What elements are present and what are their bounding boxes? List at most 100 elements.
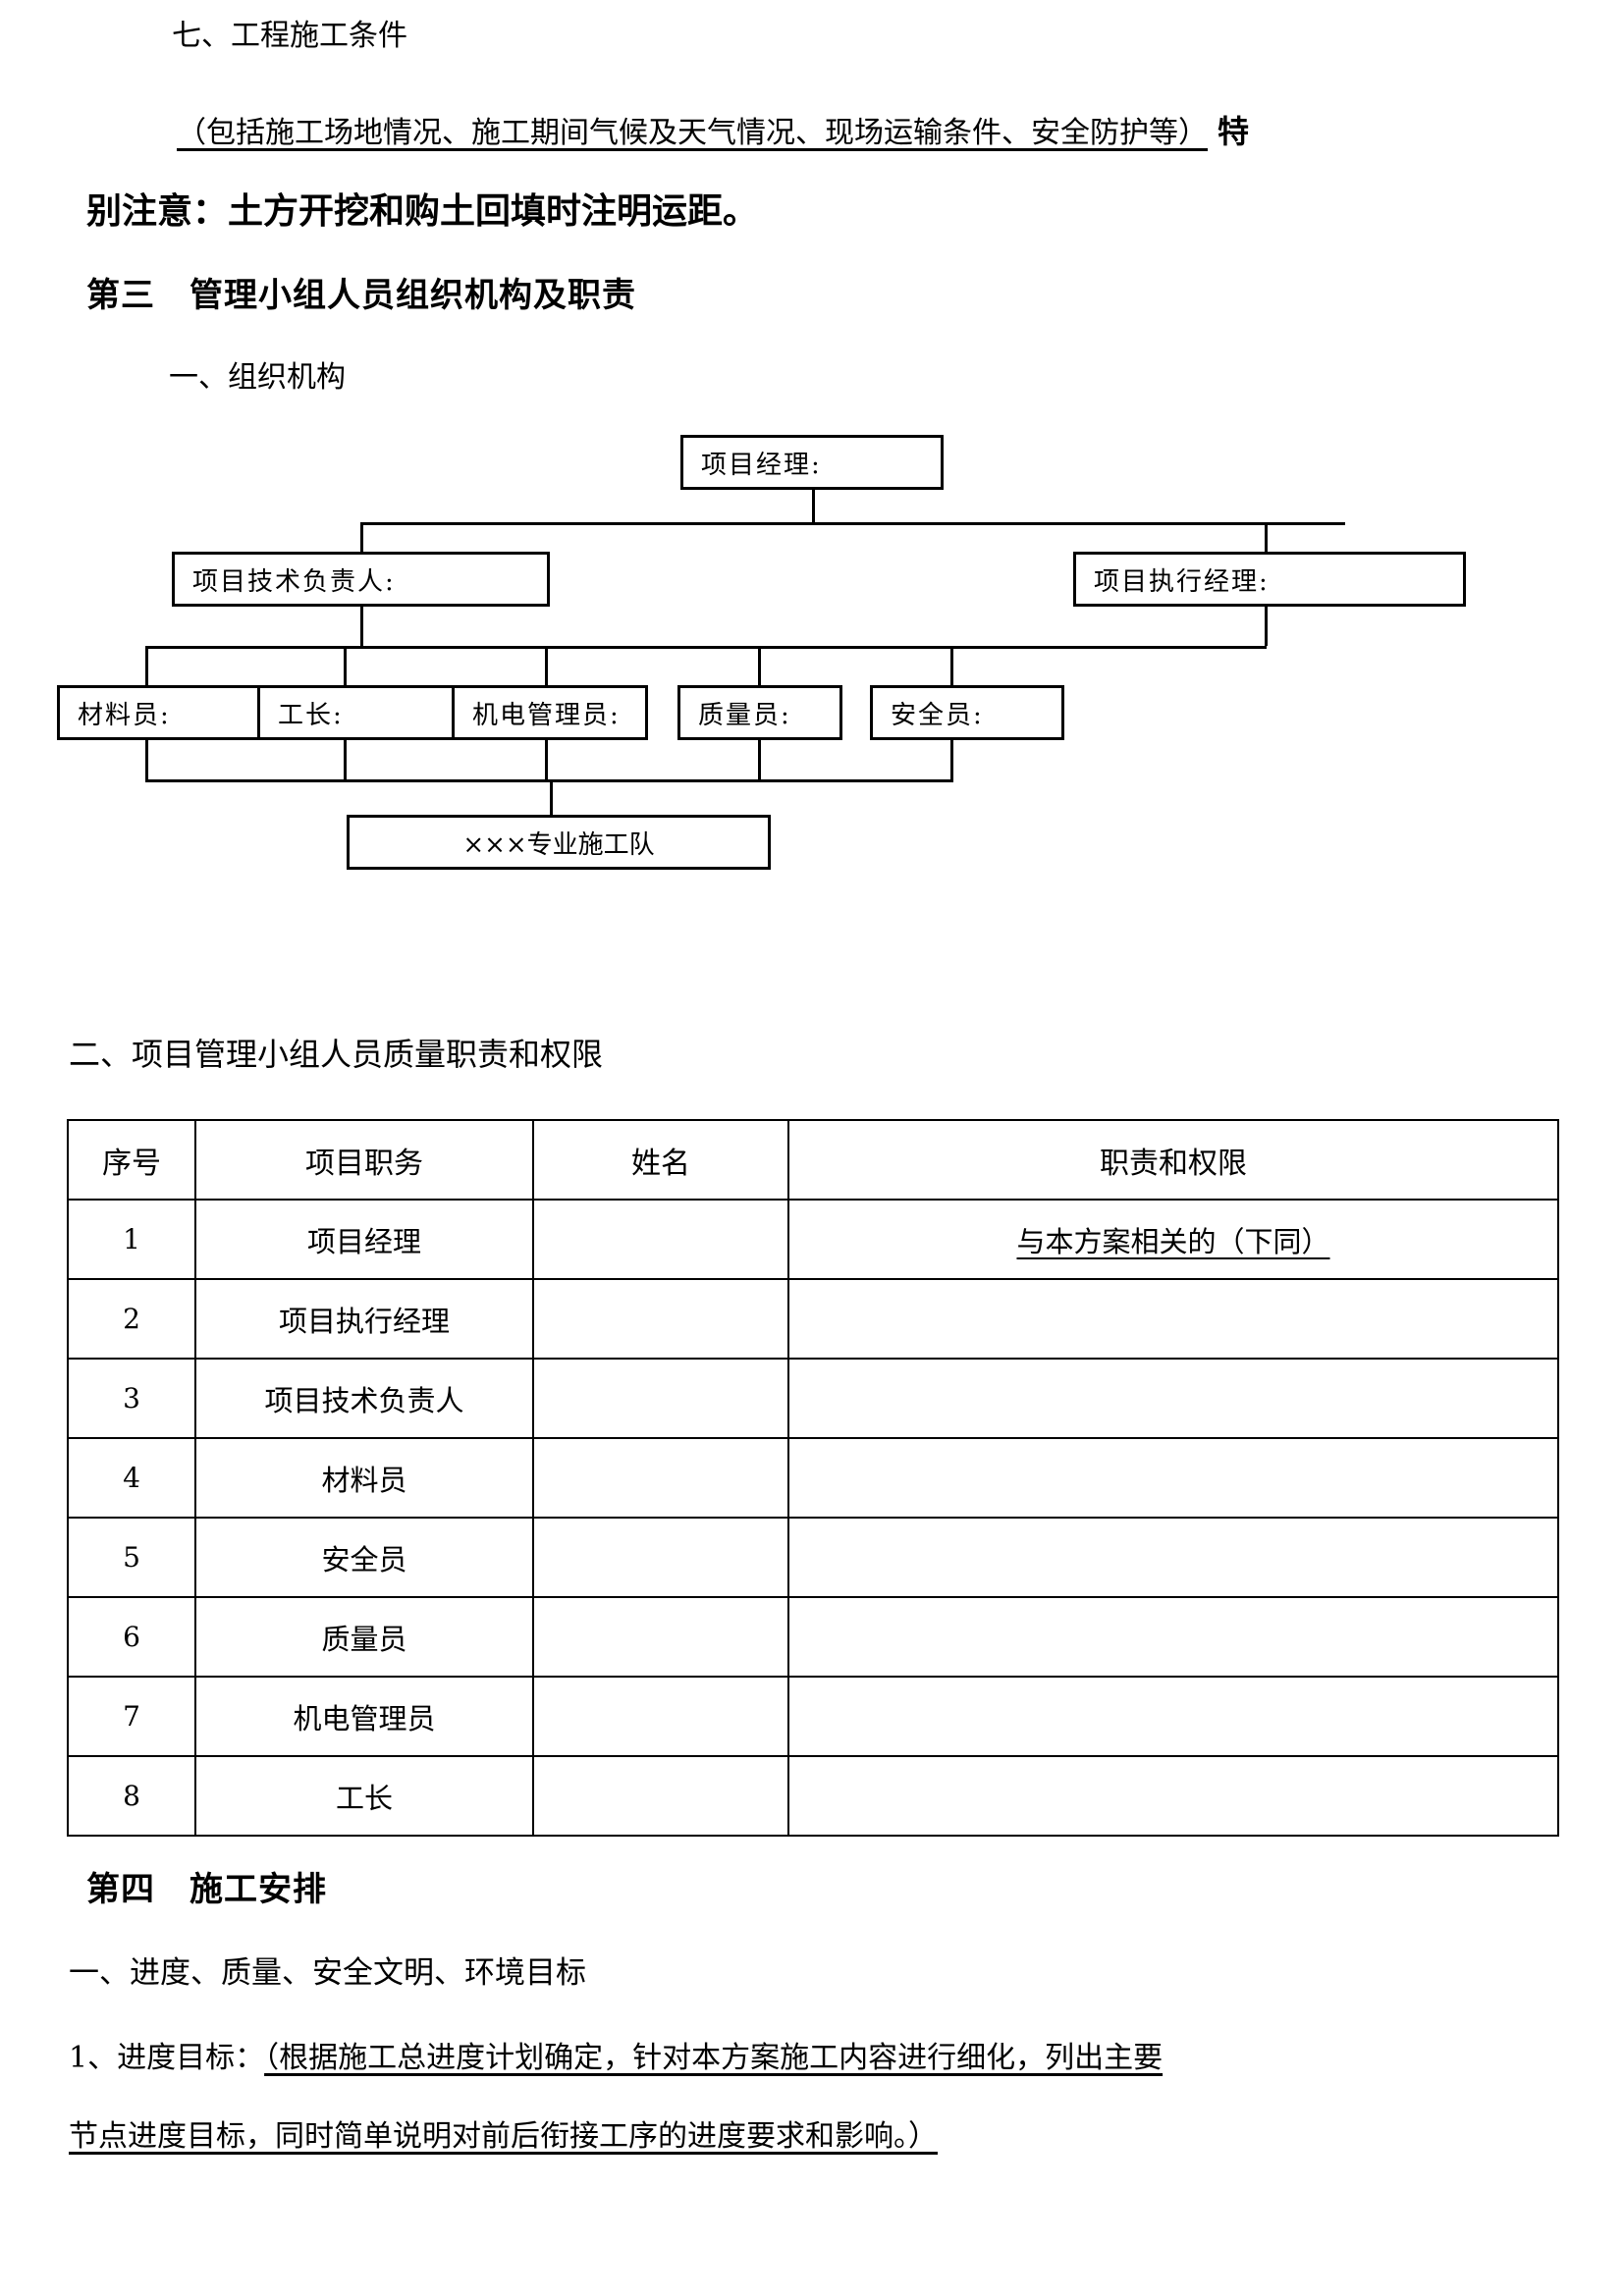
table-header-row: 序号 项目职务 姓名 职责和权限 — [67, 1119, 1559, 1201]
note-line-underlined: （包括施工场地情况、施工期间气候及天气情况、现场运输条件、安全防护等） — [177, 116, 1208, 150]
cell-duty-text: 与本方案相关的（下同） — [1016, 1224, 1330, 1258]
heading-seven: 七、工程施工条件 — [172, 19, 407, 53]
org-node-executive-manager-label: 项目执行经理: — [1094, 566, 1270, 597]
org-node-construction-team: ×××专业施工队 — [347, 815, 771, 870]
connector-bus-row2 — [360, 522, 1345, 525]
org-node-foreman-label: 工长: — [278, 700, 344, 730]
connector-material-down — [145, 740, 148, 779]
org-node-executive-manager: 项目执行经理: — [1073, 552, 1466, 607]
cell-name[interactable] — [532, 1596, 789, 1678]
connector-exec-manager-down — [1265, 607, 1268, 646]
cell-post: 安全员 — [194, 1517, 534, 1598]
connector-me-down — [545, 740, 548, 779]
duty-table-body: 序号 项目职务 姓名 职责和权限 1 项目经理 与本方案相关的（下同） 2 项目… — [67, 1119, 1559, 1837]
connector-bus-row3 — [145, 646, 1267, 649]
org-node-safety-officer: 安全员: — [870, 685, 1064, 740]
cell-duty[interactable] — [787, 1278, 1559, 1360]
cell-no: 3 — [67, 1358, 196, 1439]
cell-no: 1 — [67, 1199, 196, 1280]
cell-no: 6 — [67, 1596, 196, 1678]
org-node-construction-team-label: ×××专业施工队 — [462, 829, 655, 860]
subsection-goals-heading: 一、进度、质量、安全文明、环境目标 — [69, 1955, 586, 1991]
cell-duty[interactable] — [787, 1596, 1559, 1678]
progress-goal-label: 1、进度目标： — [69, 2041, 265, 2075]
connector-team-down — [550, 779, 553, 815]
chapter-four-heading: 第四 施工安排 — [86, 1870, 327, 1909]
table-row: 4 材料员 — [67, 1437, 1559, 1519]
progress-goal-text-line1: （根据施工总进度计划确定，针对本方案施工内容进行细化，列出主要 — [264, 2041, 1164, 2075]
connector-down-exec-manager — [1265, 522, 1268, 552]
cell-post: 项目经理 — [194, 1199, 534, 1280]
cell-name[interactable] — [532, 1278, 789, 1360]
cell-name[interactable] — [532, 1199, 789, 1280]
org-node-safety-officer-label: 安全员: — [891, 700, 984, 730]
connector-safety-down — [950, 740, 953, 779]
note-line-two: 别注意：土方开挖和购土回填时注明运距。 — [86, 191, 759, 232]
cell-duty[interactable] — [787, 1358, 1559, 1439]
column-header-no: 序号 — [67, 1119, 196, 1201]
table-row: 7 机电管理员 — [67, 1676, 1559, 1757]
org-node-project-manager: 项目经理: — [680, 435, 944, 490]
org-node-mechanical-electrical: 机电管理员: — [452, 685, 648, 740]
cell-no: 4 — [67, 1437, 196, 1519]
cell-name[interactable] — [532, 1517, 789, 1598]
cell-post: 材料员 — [194, 1437, 534, 1519]
column-header-name: 姓名 — [532, 1119, 789, 1201]
cell-post: 质量员 — [194, 1596, 534, 1678]
connector-down-foreman — [344, 646, 347, 685]
note-line-one: （包括施工场地情况、施工期间气候及天气情况、现场运输条件、安全防护等） 特 — [177, 116, 1249, 148]
org-node-material-clerk-label: 材料员: — [78, 700, 171, 730]
org-node-technical-lead: 项目技术负责人: — [172, 552, 550, 607]
table-row: 5 安全员 — [67, 1517, 1559, 1598]
chapter-three-heading: 第三 管理小组人员组织机构及职责 — [86, 276, 636, 315]
org-node-quality-inspector-label: 质量员: — [698, 700, 791, 730]
cell-post: 项目执行经理 — [194, 1278, 534, 1360]
connector-foreman-down — [344, 740, 347, 779]
cell-post: 项目技术负责人 — [194, 1358, 534, 1439]
column-header-duty: 职责和权限 — [787, 1119, 1559, 1201]
table-row: 1 项目经理 与本方案相关的（下同） — [67, 1199, 1559, 1280]
cell-duty[interactable]: 与本方案相关的（下同） — [787, 1199, 1559, 1280]
connector-down-me — [545, 646, 548, 685]
table-row: 6 质量员 — [67, 1596, 1559, 1678]
org-node-mechanical-electrical-label: 机电管理员: — [472, 700, 621, 730]
table-row: 3 项目技术负责人 — [67, 1358, 1559, 1439]
subsection-one-heading: 一、组织机构 — [169, 360, 346, 395]
cell-name[interactable] — [532, 1437, 789, 1519]
cell-no: 8 — [67, 1755, 196, 1837]
progress-goal-text-line2: 节点进度目标，同时简单说明对前后衔接工序的进度要求和影响。） — [69, 2119, 938, 2154]
table-row: 2 项目执行经理 — [67, 1278, 1559, 1360]
note-line-bold-tail: 特 — [1218, 113, 1250, 150]
connector-down-quality — [758, 646, 761, 685]
connector-down-safety — [950, 646, 953, 685]
cell-duty[interactable] — [787, 1676, 1559, 1757]
cell-name[interactable] — [532, 1755, 789, 1837]
connector-bus-row4 — [145, 779, 953, 782]
connector-tech-lead-down — [360, 607, 363, 646]
org-node-project-manager-label: 项目经理: — [701, 450, 822, 480]
cell-duty[interactable] — [787, 1517, 1559, 1598]
connector-pm-down — [812, 490, 815, 522]
cell-no: 5 — [67, 1517, 196, 1598]
cell-name[interactable] — [532, 1676, 789, 1757]
cell-post: 机电管理员 — [194, 1676, 534, 1757]
progress-goal-line-one: 1、进度目标：（根据施工总进度计划确定，针对本方案施工内容进行细化，列出主要 — [69, 2044, 1163, 2073]
connector-down-tech-lead — [360, 522, 363, 552]
table-row: 8 工长 — [67, 1755, 1559, 1837]
org-node-foreman: 工长: — [257, 685, 473, 740]
org-node-technical-lead-label: 项目技术负责人: — [192, 566, 396, 597]
cell-no: 2 — [67, 1278, 196, 1360]
column-header-post: 项目职务 — [194, 1119, 534, 1201]
cell-duty[interactable] — [787, 1437, 1559, 1519]
subsection-two-heading: 二、项目管理小组人员质量职责和权限 — [69, 1036, 604, 1073]
connector-quality-down — [758, 740, 761, 779]
org-node-quality-inspector: 质量员: — [677, 685, 842, 740]
org-node-material-clerk: 材料员: — [57, 685, 293, 740]
cell-no: 7 — [67, 1676, 196, 1757]
cell-name[interactable] — [532, 1358, 789, 1439]
duty-and-authority-table: 序号 项目职务 姓名 职责和权限 1 项目经理 与本方案相关的（下同） 2 项目… — [67, 1119, 1559, 1837]
cell-post: 工长 — [194, 1755, 534, 1837]
cell-duty[interactable] — [787, 1755, 1559, 1837]
organization-chart: 项目经理: 项目技术负责人: 项目执行经理: 材料员: 工长: — [0, 412, 1624, 942]
